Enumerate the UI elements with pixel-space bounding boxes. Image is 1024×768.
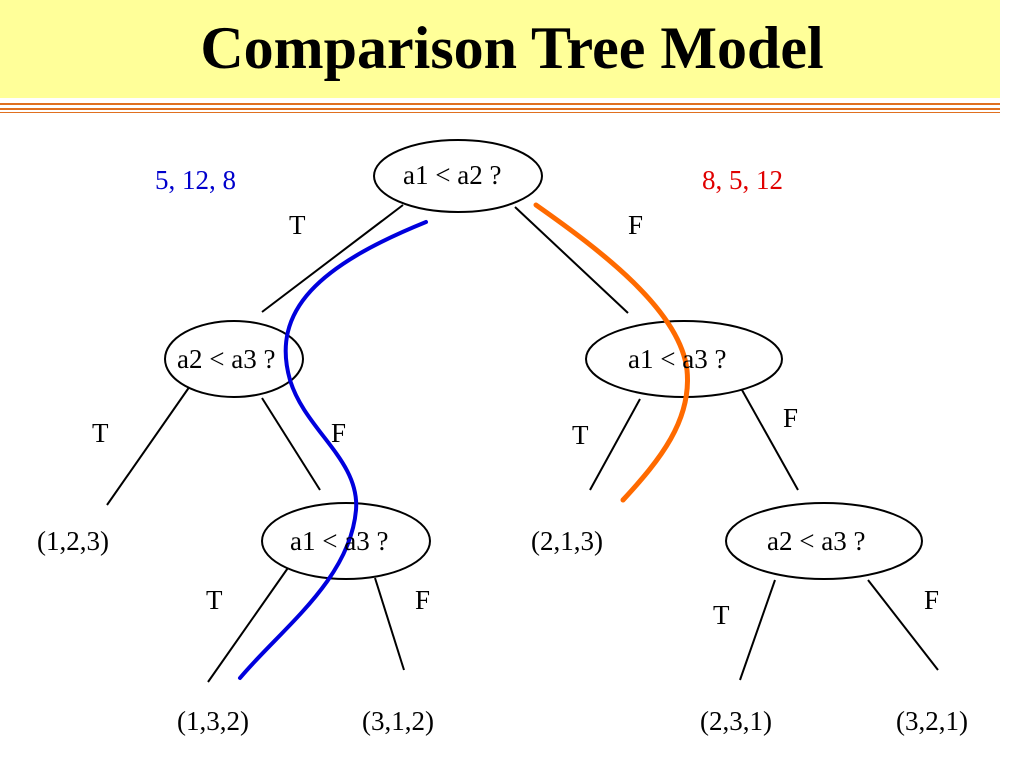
edge-left-to-leaf-123 [106, 385, 191, 506]
left-input-path [238, 220, 428, 680]
leaf-312: (3,1,2) [362, 706, 434, 736]
edge-label-left-true: T [92, 418, 109, 448]
edge-label-leftright-true: T [206, 585, 223, 615]
left-input-sequence: 5, 12, 8 [155, 165, 236, 195]
title-underline [0, 103, 1000, 105]
node-left-label: a2 < a3 ? [177, 344, 276, 374]
edge-root-to-left [261, 204, 404, 313]
slide-title: Comparison Tree Model [200, 15, 824, 81]
leaf-132: (1,3,2) [177, 706, 249, 736]
edge-label-root-false: F [628, 210, 644, 240]
edge-label-right-false: F [783, 403, 799, 433]
node-root-ellipse [373, 139, 543, 213]
title-underline [0, 108, 1000, 110]
leaf-123: (1,2,3) [37, 526, 109, 556]
edge-label-leftright-false: F [415, 585, 431, 615]
edge-label-right-true: T [572, 420, 589, 450]
edge-rightright-to-leaf-321 [867, 579, 939, 671]
node-rightright-label: a2 < a3 ? [767, 526, 866, 556]
edge-right-to-leaf-213 [589, 398, 641, 491]
node-left-ellipse [164, 320, 304, 398]
leaf-231: (2,3,1) [700, 706, 772, 736]
node-rightright-ellipse [725, 502, 923, 580]
edge-rightright-to-leaf-231 [739, 579, 776, 681]
edge-label-rightright-false: F [924, 585, 940, 615]
leaf-213: (2,1,3) [531, 526, 603, 556]
title-bar [0, 0, 1000, 98]
leaf-321: (3,2,1) [896, 706, 968, 736]
node-leftright-label: a1 < a3 ? [290, 526, 389, 556]
node-right-label: a1 < a3 ? [628, 344, 727, 374]
right-input-sequence: 8, 5, 12 [702, 165, 783, 195]
node-root-label: a1 < a2 ? [403, 160, 502, 190]
node-leftright-ellipse [261, 502, 431, 580]
title-underline [0, 112, 1000, 113]
right-input-path [533, 202, 691, 503]
edge-label-rightright-true: T [713, 600, 730, 630]
edge-leftright-to-leaf-312 [374, 577, 405, 671]
edge-right-to-rightright [741, 389, 799, 491]
edge-left-to-leftright [261, 397, 321, 491]
edge-leftright-to-leaf-132 [207, 564, 291, 683]
edge-root-to-right [514, 206, 629, 314]
edge-label-root-true: T [289, 210, 306, 240]
edge-label-left-false: F [331, 418, 347, 448]
